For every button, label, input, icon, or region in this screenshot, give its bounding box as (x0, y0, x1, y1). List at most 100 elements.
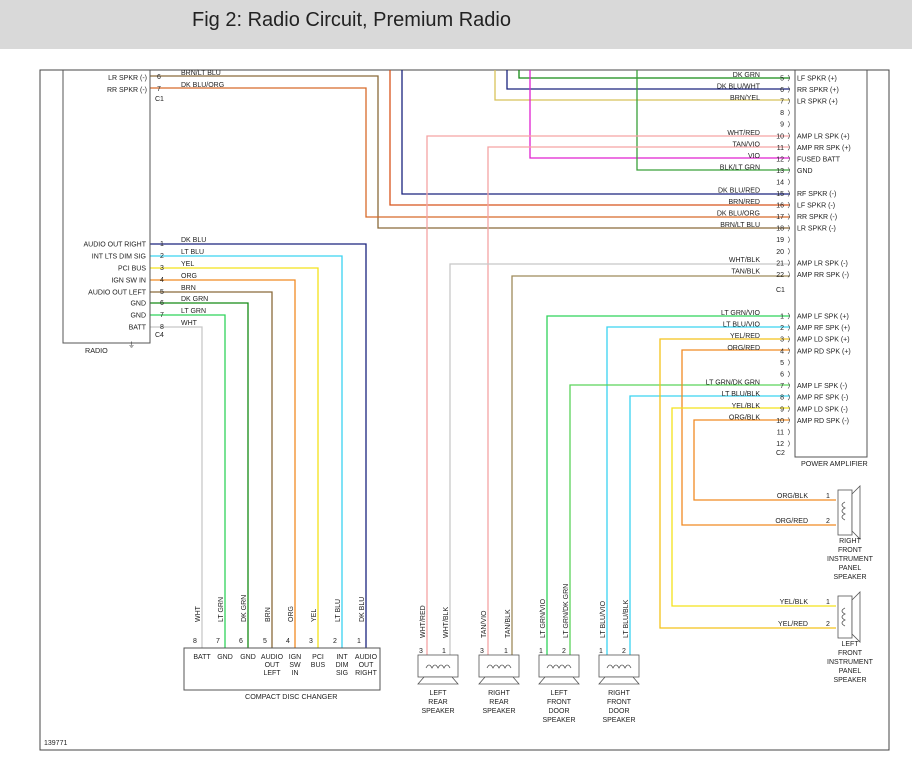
amp-pin-name: AMP RR SPK (-) (797, 272, 849, 279)
pin-terminal (787, 155, 790, 163)
amp-pin-name: LR SPKR (-) (797, 226, 836, 233)
amp-pin-num: 14 (776, 179, 784, 186)
speaker-label: SPEAKER (542, 717, 575, 724)
speaker-coil-icon (841, 607, 846, 627)
radio-pin-name: INT LTS DIM SIG (92, 254, 146, 261)
speaker-pin-num: 2 (826, 518, 830, 525)
cd-changer-label: COMPACT DISC CHANGER (245, 692, 337, 701)
amp-pin-num: 6 (780, 372, 784, 379)
connector-label: C2 (776, 450, 785, 457)
speaker-label: REAR (428, 699, 447, 706)
wire-tan-vio (487, 146, 790, 655)
amp-pin-name: LR SPKR (+) (797, 99, 838, 106)
cd-pin-name: BUS (311, 662, 326, 669)
radio-pin-num: 5 (160, 289, 164, 296)
wire-label: WHT/BLK (729, 257, 760, 264)
amp-pin-num: 8 (780, 110, 784, 117)
wire-label: YEL/BLK (732, 403, 761, 410)
cd-pin-name: BATT (193, 654, 211, 661)
wire-label: WHT (195, 605, 202, 622)
speaker-pin-num: 1 (599, 648, 603, 655)
speaker-label: PANEL (839, 565, 862, 572)
amp-pin-num: 19 (776, 237, 784, 244)
amp-pin-num: 22 (776, 272, 784, 279)
cd-pin-name: SIG (336, 670, 348, 677)
radio-pin-num: 8 (160, 324, 164, 331)
wire-label: WHT/RED (420, 605, 427, 638)
amp-pin-num: 5 (780, 360, 784, 367)
cd-pin-num: 5 (263, 638, 267, 645)
amp-pin-num: 17 (776, 214, 784, 221)
wire-label: TAN/BLK (731, 268, 760, 275)
wire-blk-ltgrn (636, 70, 790, 171)
amp-pin-name: GND (797, 168, 813, 175)
cd-pin-name: LEFT (263, 670, 281, 677)
wire-label: DK BLU/ORG (181, 82, 224, 89)
speaker-pin-num: 1 (539, 648, 543, 655)
wire-label: YEL (311, 609, 318, 622)
wire-org-blk (693, 419, 836, 501)
speaker-coil-icon (486, 664, 512, 669)
radio-pin-name: PCI BUS (118, 266, 146, 273)
wire-label: WHT/BLK (443, 607, 450, 638)
wire-label: BLK/LT GRN (720, 164, 760, 171)
amp-pin-name: AMP LR SPK (-) (797, 260, 848, 267)
amp-pin-name: RR SPKR (-) (797, 214, 837, 221)
pin-terminal (787, 405, 790, 413)
wire-label: LT GRN/VIO (721, 310, 761, 317)
amp-pin-num: 7 (780, 99, 784, 106)
cd-pin-name: PCI (312, 654, 324, 661)
amp-pin-name: AMP LF SPK (+) (797, 314, 849, 321)
wire-ltblu (150, 255, 343, 648)
pin-terminal (787, 324, 790, 331)
wire-label: DK GRN (733, 72, 760, 79)
cd-pin-num: 2 (333, 638, 337, 645)
amp-pin-num: 18 (776, 226, 784, 233)
pin-terminal (787, 86, 790, 93)
speaker-label: REAR (489, 699, 508, 706)
panel-speaker: 12ORG/BLKORG/REDRIGHTFRONTINSTRUMENTPANE… (775, 485, 874, 581)
wire-label: YEL (181, 261, 194, 268)
amp-pin-num: 21 (776, 260, 784, 267)
wire-brn-ltblu (150, 75, 790, 229)
speaker-label: SPEAKER (602, 717, 635, 724)
wire-wht (150, 326, 203, 648)
connector-label: C4 (155, 332, 164, 339)
speaker-label: INSTRUMENT (827, 659, 874, 666)
wire-dk-grn (150, 302, 249, 648)
amp-pin-num: 3 (780, 337, 784, 344)
wire-label: LT BLU/BLK (722, 391, 761, 398)
amp-pin-name: AMP RR SPK (+) (797, 145, 851, 152)
pin-terminal (787, 393, 790, 401)
cd-pin-name: DIM (336, 662, 349, 669)
wire-label: LT BLU/VIO (723, 322, 761, 329)
wire-label: LT GRN/DK GRN (563, 584, 570, 638)
panel-speaker: 12YEL/BLKYEL/REDLEFTFRONTINSTRUMENTPANEL… (778, 591, 874, 684)
amp-pin-name: FUSED BATT (797, 156, 841, 163)
amp-pin-name: AMP LD SPK (-) (797, 406, 848, 413)
speaker-label: INSTRUMENT (827, 556, 874, 563)
speaker-label: FRONT (607, 699, 632, 706)
wire-dkblu-red (401, 70, 790, 195)
pin-terminal (787, 74, 790, 82)
pin-terminal (787, 178, 790, 186)
radio-pin-name: BATT (129, 325, 147, 332)
amp-pin-num: 10 (776, 133, 784, 140)
wire-wht-red (426, 135, 790, 655)
speaker-label: RIGHT (488, 690, 511, 697)
speaker-label: FRONT (838, 650, 863, 657)
wire-label: LT GRN (218, 597, 225, 622)
cd-pin-name: IN (292, 670, 299, 677)
wire-layer (150, 70, 836, 655)
amp-pin-num: 20 (776, 249, 784, 256)
speaker-label: LEFT (429, 690, 447, 697)
wire-label: BRN (265, 607, 272, 622)
speaker-coil-icon (841, 501, 846, 521)
radio-pin-name: AUDIO OUT RIGHT (84, 242, 147, 249)
speaker-label: PANEL (839, 668, 862, 675)
wire-yel-blk (671, 407, 836, 607)
